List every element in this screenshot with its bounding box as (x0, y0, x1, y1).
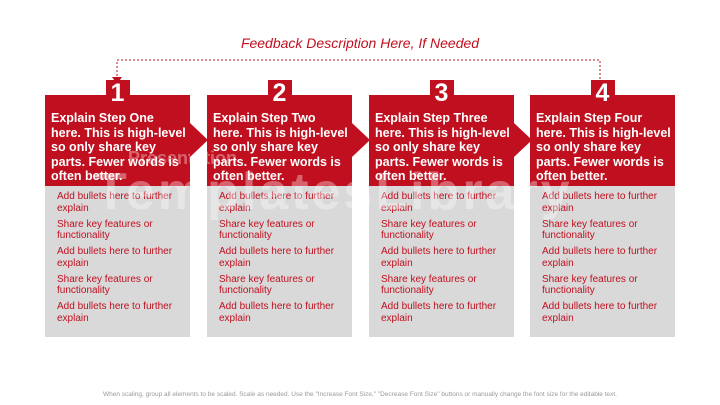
step-4-text: Explain Step Four here. This is high-lev… (536, 111, 671, 183)
step-2-number: 2 (272, 79, 287, 107)
step-1-text: Explain Step One here. This is high-leve… (51, 111, 186, 183)
bullet-item: Add bullets here to further explain (381, 246, 497, 269)
bullet-item: Add bullets here to further explain (219, 246, 335, 269)
step-2-bullets: Add bullets here to further explain Shar… (207, 186, 352, 337)
feedback-title: Feedback Description Here, If Needed (240, 35, 480, 51)
step-4-header: 4 Explain Step Four here. This is high-l… (530, 80, 675, 186)
step-1-number: 1 (110, 79, 125, 107)
bullet-item: Share key features or functionality (381, 218, 477, 242)
step-1-bullets: Add bullets here to further explain Shar… (45, 186, 190, 337)
step-2-text: Explain Step Two here. This is high-leve… (213, 111, 348, 183)
bullet-item: Share key features or functionality (57, 218, 153, 242)
bullet-item: Add bullets here to further explain (57, 191, 173, 214)
bullet-item: Add bullets here to further explain (57, 246, 173, 269)
bullet-item: Share key features or functionality (381, 273, 477, 297)
step-2-header: 2 Explain Step Two here. This is high-le… (207, 80, 370, 186)
step-3-header: 3 Explain Step Three here. This is high-… (369, 80, 532, 186)
bullet-item: Add bullets here to further explain (57, 301, 173, 324)
step-4-bullets: Add bullets here to further explain Shar… (530, 186, 675, 337)
bullet-item: Share key features or functionality (542, 218, 638, 242)
step-3-arrow (514, 123, 532, 157)
bullet-item: Share key features or functionality (219, 218, 315, 242)
step-3-number: 3 (434, 79, 449, 107)
bullet-item: Add bullets here to further explain (542, 301, 658, 324)
step-3-bullets: Add bullets here to further explain Shar… (369, 186, 514, 337)
step-2: 2 Explain Step Two here. This is high-le… (207, 80, 370, 337)
step-1: 1 Explain Step One here. This is high-le… (45, 80, 208, 337)
step-3: 3 Explain Step Three here. This is high-… (369, 80, 532, 337)
step-4: 4 Explain Step Four here. This is high-l… (530, 80, 675, 337)
bullet-item: Add bullets here to further explain (381, 301, 497, 324)
step-1-arrow (190, 123, 208, 157)
bullet-item: Add bullets here to further explain (219, 301, 335, 324)
bullet-item: Share key features or functionality (542, 273, 638, 297)
step-1-header: 1 Explain Step One here. This is high-le… (45, 80, 208, 186)
footer-note: When scaling, group all elements to be s… (103, 391, 617, 398)
bullet-item: Add bullets here to further explain (542, 246, 658, 269)
bullet-item: Share key features or functionality (219, 273, 315, 297)
bullet-item: Share key features or functionality (57, 273, 153, 297)
bullet-item: Add bullets here to further explain (542, 191, 658, 214)
step-3-text: Explain Step Three here. This is high-le… (375, 111, 510, 183)
step-2-arrow (352, 123, 370, 157)
step-4-number: 4 (595, 79, 610, 107)
bullet-item: Add bullets here to further explain (219, 191, 335, 214)
bullet-item: Add bullets here to further explain (381, 191, 497, 214)
